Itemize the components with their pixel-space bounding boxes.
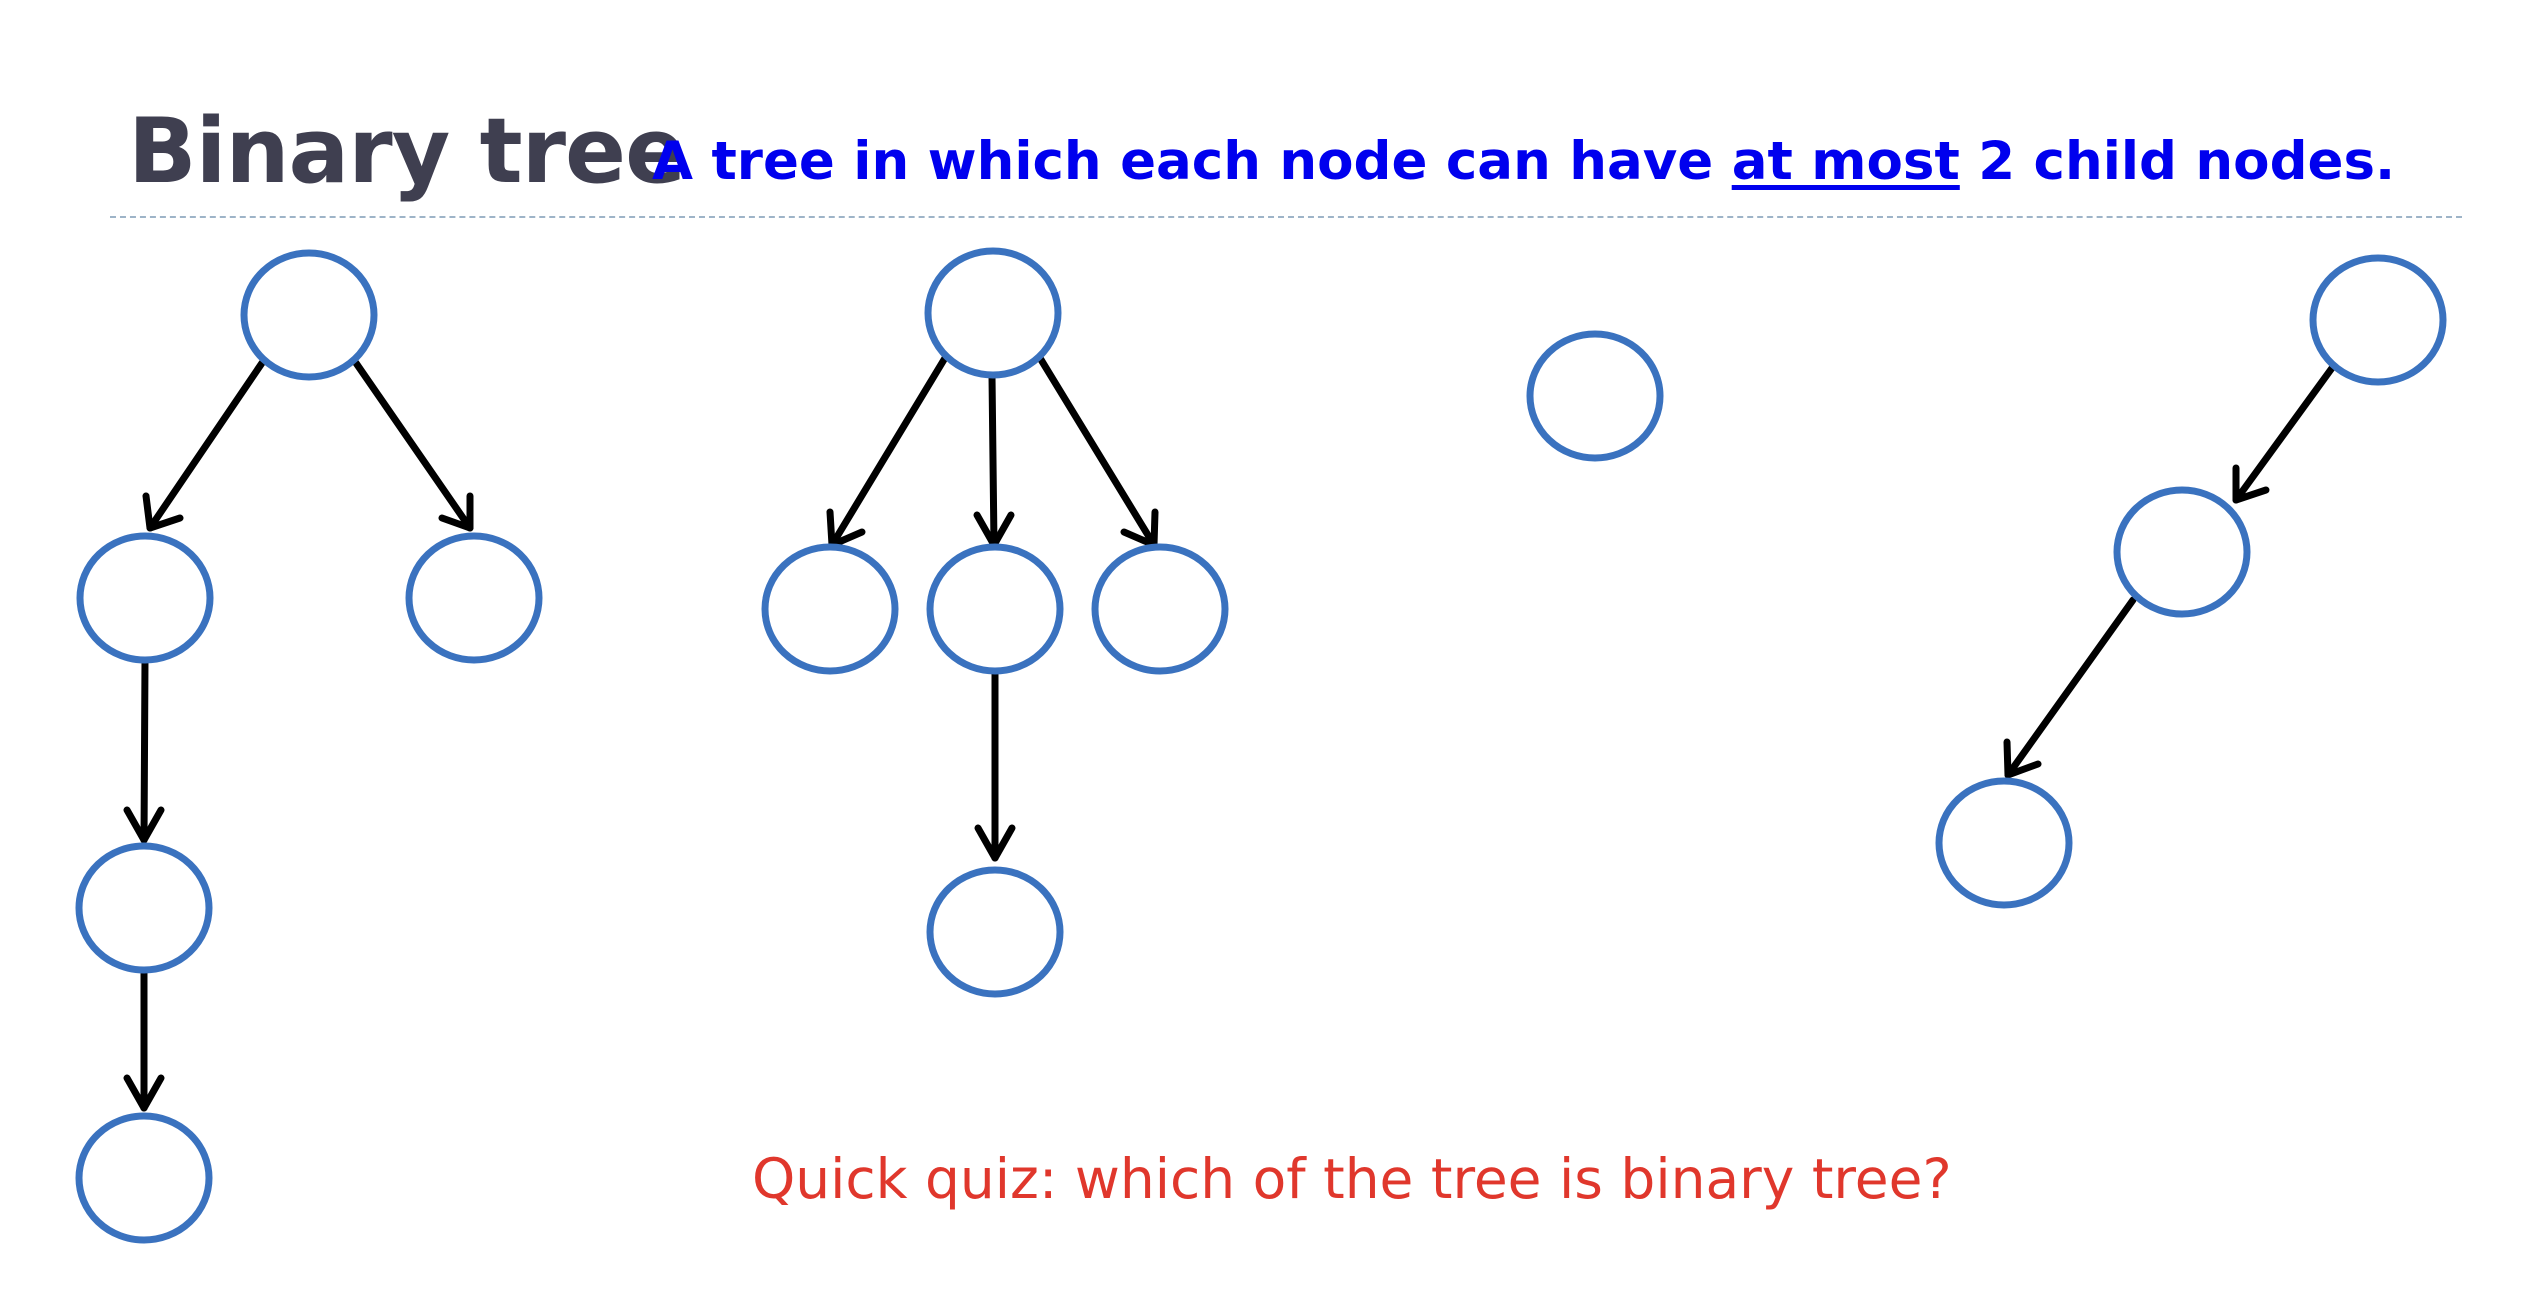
tree-1-arrow-root-left [142, 492, 184, 532]
tree-4-arrow-root-child [2232, 464, 2270, 504]
definition-text: A tree in which each node can have at mo… [652, 131, 2396, 193]
tree-3 [1526, 330, 1664, 462]
tree-2-node-right [1091, 543, 1229, 675]
definition-text-after: 2 child nodes. [1959, 131, 2396, 192]
tree-4-node-grandchild [1935, 777, 2073, 909]
tree-1-edge-root-left [146, 359, 266, 532]
definition-text-before: A tree in which each node can have [652, 131, 1732, 192]
tree-4-edge-root-child [2232, 364, 2336, 504]
tree-4-node-child [2113, 486, 2251, 618]
tree-2 [761, 247, 1229, 998]
tree-1-arrow-left-child [123, 806, 165, 844]
tree-2-node-middle-child [926, 866, 1064, 998]
tree-4 [1935, 254, 2447, 909]
tree-1-node-root [240, 249, 378, 381]
tree-1-edge-root-right [352, 359, 474, 532]
tree-4-edge-child-grandchild [2004, 596, 2137, 779]
tree-3-node-root [1526, 330, 1664, 462]
tree-1-node-right [405, 532, 543, 664]
tree-2-edge-root-right [1036, 354, 1158, 549]
definition-emphasis: at most [1731, 131, 1960, 192]
tree-2-node-root [924, 247, 1062, 379]
tree-1-edge-left-child [140, 656, 149, 844]
tree-1-node-left-child [75, 842, 213, 974]
tree-1-arrow-grandchild [123, 1074, 165, 1112]
tree-1-edges [123, 359, 474, 1112]
tree-2-edge-root-middle [988, 372, 998, 549]
tree-1 [75, 249, 543, 1244]
tree-1-node-left-grandchild [75, 1112, 213, 1244]
tree-2-edge-root-left [828, 354, 949, 549]
tree-4-arrow-child-grandchild [2003, 738, 2042, 779]
tree-4-edges [2003, 364, 2336, 779]
title-divider [110, 216, 2462, 218]
quiz-question: Quick quiz: which of the tree is binary … [752, 1147, 1952, 1211]
tree-4-node-root [2309, 254, 2447, 386]
tree-1-node-left [76, 532, 214, 664]
tree-2-node-left [761, 543, 899, 675]
tree-2-arrow-middle-child [974, 824, 1016, 862]
slide-title: Binary tree [128, 99, 686, 204]
tree-2-node-middle [926, 543, 1064, 675]
tree-1-arrow-root-right [438, 492, 474, 532]
